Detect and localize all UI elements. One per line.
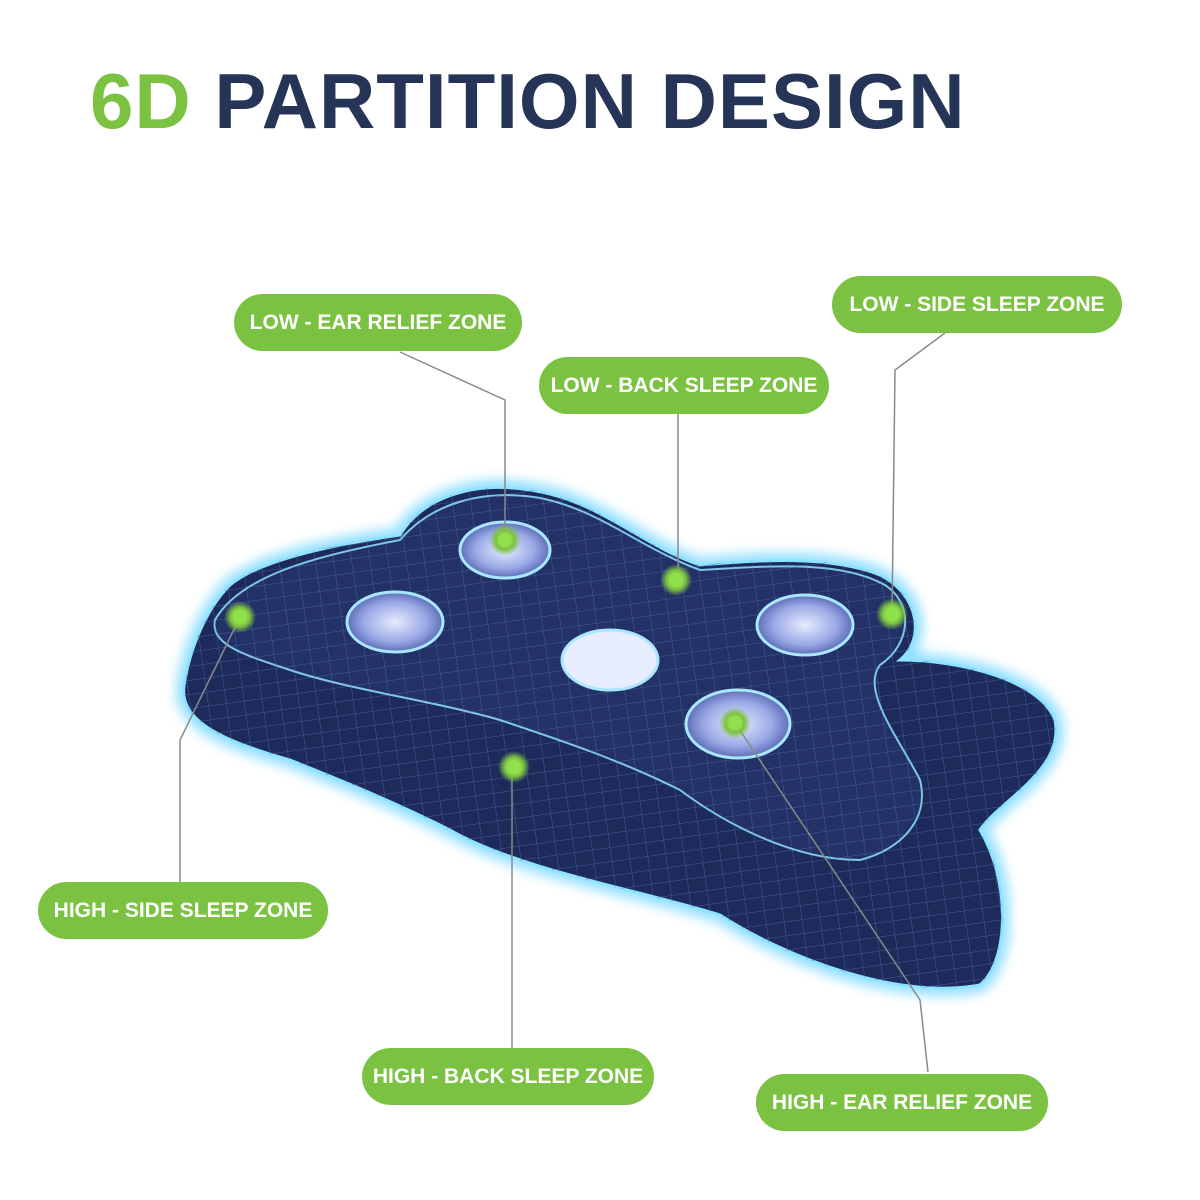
label-high-back-sleep: HIGH - BACK SLEEP ZONE	[362, 1048, 654, 1105]
title-main: PARTITION DESIGN	[214, 57, 966, 145]
leader-line-high-side-sleep	[179, 616, 241, 882]
label-high-ear-relief: HIGH - EAR RELIEF ZONE	[756, 1074, 1048, 1131]
label-low-back-sleep: LOW - BACK SLEEP ZONE	[539, 357, 829, 414]
leader-line-low-side-sleep	[891, 332, 946, 615]
page-title: 6D PARTITION DESIGN	[90, 62, 966, 140]
title-accent: 6D	[90, 57, 192, 145]
leader-lines	[179, 332, 946, 1073]
label-high-side-sleep: HIGH - SIDE SLEEP ZONE	[38, 882, 328, 939]
leader-line-high-ear-relief	[734, 722, 929, 1073]
label-low-ear-relief: LOW - EAR RELIEF ZONE	[234, 294, 522, 351]
leader-line-low-ear-relief	[399, 351, 506, 540]
label-low-side-sleep: LOW - SIDE SLEEP ZONE	[832, 276, 1122, 333]
pocket-group	[345, 520, 855, 760]
zone-markers	[224, 524, 908, 783]
